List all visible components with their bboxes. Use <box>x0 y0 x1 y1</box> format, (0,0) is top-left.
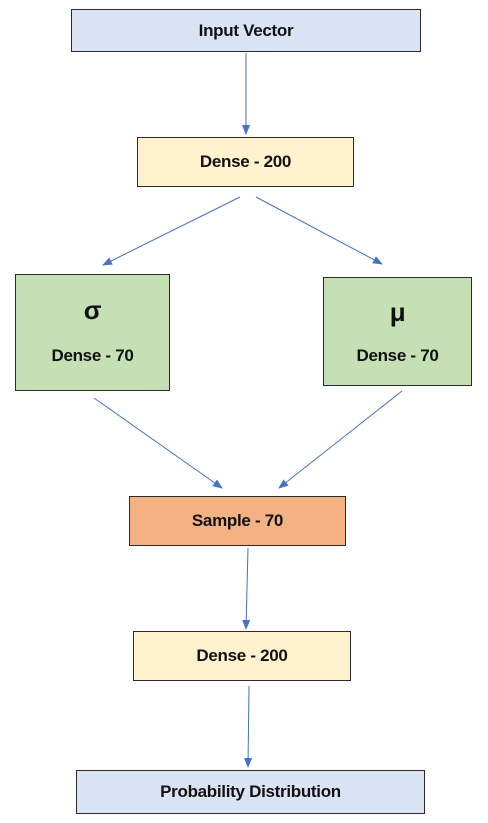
dense-bottom-node: Dense - 200 <box>133 631 351 681</box>
mu-label: Dense - 70 <box>356 346 439 365</box>
input-vector-node: Input Vector <box>71 9 421 52</box>
probability-distribution-node: Probability Distribution <box>76 770 425 814</box>
arrow-sigma-to-sample <box>93 397 223 489</box>
probability-distribution-label: Probability Distribution <box>160 782 341 801</box>
dense-bottom-label: Dense - 200 <box>196 646 288 665</box>
arrow-dense-top-to-sigma <box>102 196 241 266</box>
sigma-symbol: σ <box>83 295 102 325</box>
dense-top-label: Dense - 200 <box>199 152 292 171</box>
sample-label: Sample - 70 <box>191 511 284 530</box>
sigma-label: Dense - 70 <box>51 346 134 365</box>
arrow-dense-top-to-mu <box>255 196 383 265</box>
sample-node: Sample - 70 <box>129 496 346 546</box>
arrow-dense-bottom-to-output <box>244 685 253 768</box>
arrow-sample-to-dense-bottom <box>242 547 251 630</box>
input-vector-label: Input Vector <box>198 20 294 40</box>
mu-symbol: μ <box>389 297 406 327</box>
dense-top-node: Dense - 200 <box>137 137 354 187</box>
sigma-node: σ Dense - 70 <box>15 274 170 391</box>
mu-node: μ Dense - 70 <box>323 277 472 386</box>
arrow-mu-to-sample <box>278 390 403 489</box>
